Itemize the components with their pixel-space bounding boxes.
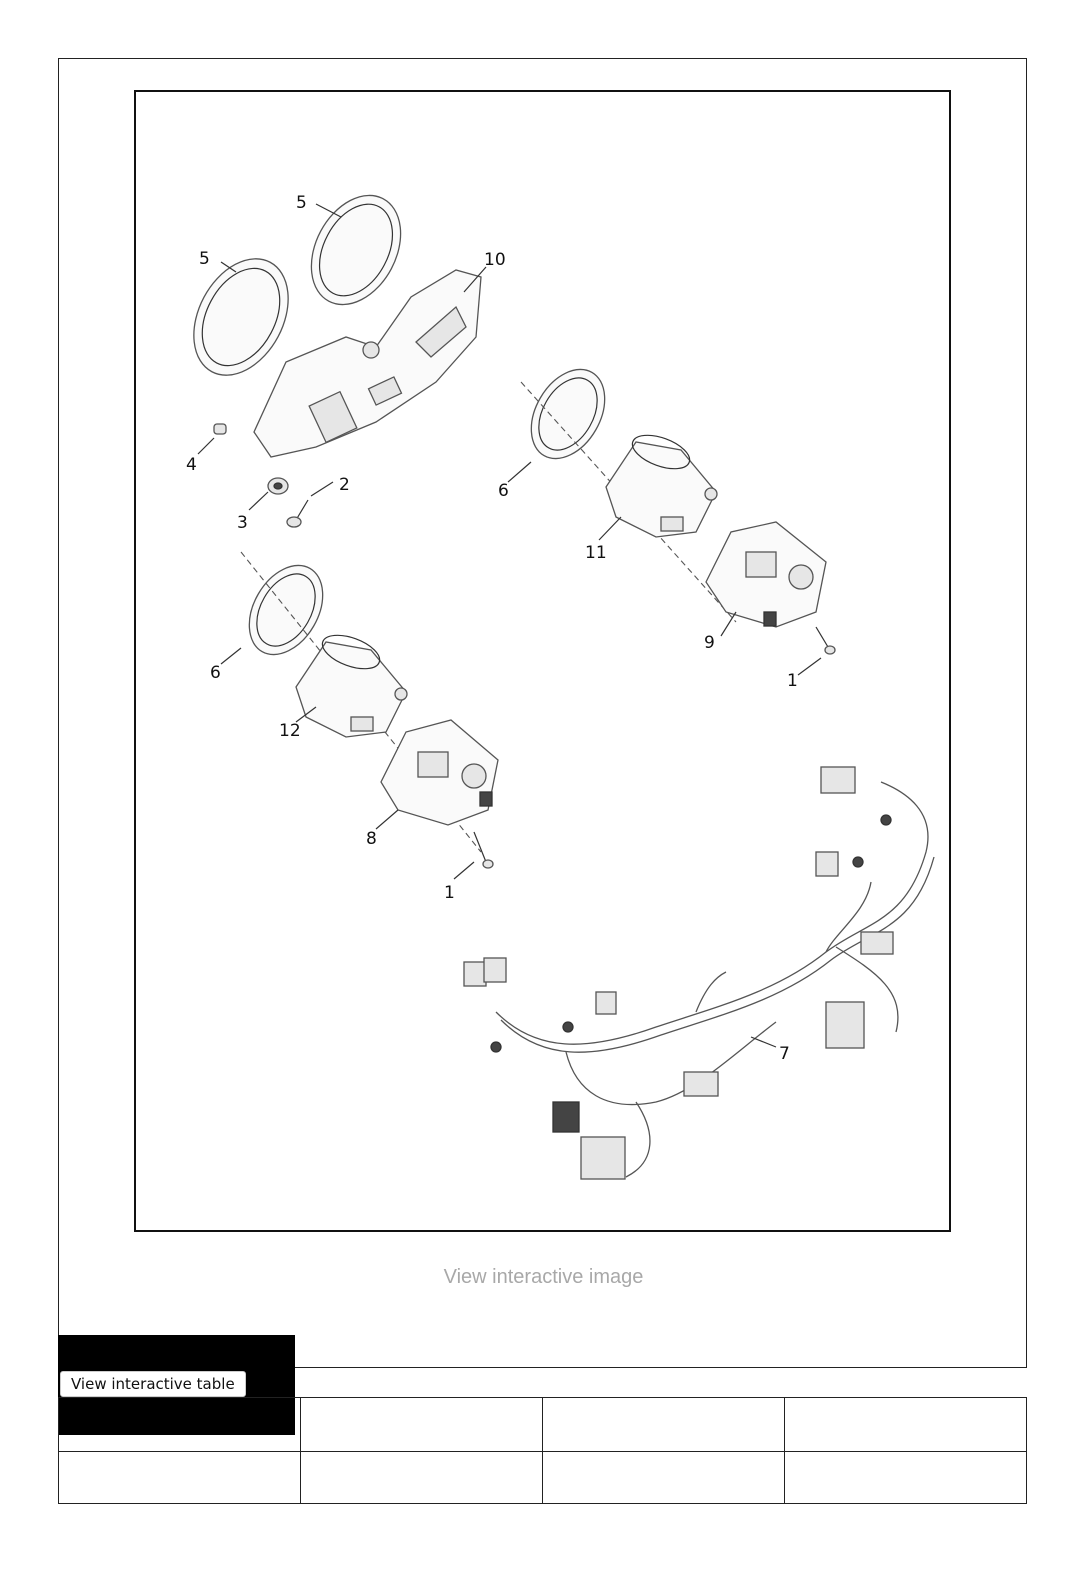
callout-10: 10 bbox=[484, 250, 506, 270]
callout-7: 7 bbox=[779, 1044, 790, 1064]
callout-3: 3 bbox=[237, 513, 248, 533]
part-6-gasket-right bbox=[530, 368, 606, 460]
callout-8: 8 bbox=[366, 829, 377, 849]
leader-lines bbox=[197, 203, 822, 1048]
table-cell bbox=[542, 1451, 785, 1504]
callout-2: 2 bbox=[339, 475, 350, 495]
callout-11: 11 bbox=[585, 543, 607, 563]
table-row bbox=[58, 1397, 1027, 1452]
callout-4: 4 bbox=[186, 455, 197, 475]
part-11-gauge bbox=[605, 434, 718, 538]
callout-1-right: 1 bbox=[787, 671, 798, 691]
table-cell bbox=[542, 1397, 785, 1452]
page-frame bbox=[58, 58, 1027, 1368]
callout-5-left: 5 bbox=[199, 249, 210, 269]
table-cell bbox=[58, 1397, 301, 1452]
callout-9: 9 bbox=[704, 633, 715, 653]
part-5-gasket-left bbox=[193, 258, 289, 376]
table-cell bbox=[58, 1451, 301, 1504]
callout-12: 12 bbox=[279, 721, 301, 741]
part-9-case bbox=[705, 521, 827, 628]
callout-1-left: 1 bbox=[444, 883, 455, 903]
part-10-housing bbox=[253, 269, 482, 458]
part-3-nut bbox=[267, 477, 289, 495]
view-interactive-table-button[interactable]: View interactive table bbox=[60, 1371, 246, 1397]
part-8-case bbox=[380, 719, 499, 826]
part-7-wiring-harness bbox=[463, 766, 935, 1180]
callout-6-left: 6 bbox=[210, 663, 221, 683]
table-cell bbox=[784, 1451, 1027, 1504]
table-cell bbox=[300, 1397, 543, 1452]
exploded-parts-diagram: 5 5 10 4 3 2 6 11 9 1 6 12 8 1 7 bbox=[134, 90, 951, 1232]
table-row bbox=[58, 1451, 1027, 1504]
callout-6-right: 6 bbox=[498, 481, 509, 501]
table-cell bbox=[784, 1397, 1027, 1452]
table-cell bbox=[300, 1451, 543, 1504]
part-12-gauge bbox=[295, 634, 408, 738]
part-1-screw-left bbox=[473, 831, 494, 869]
parts-table bbox=[58, 1397, 1027, 1504]
callout-5-top: 5 bbox=[296, 193, 307, 213]
part-4-grommet bbox=[213, 423, 227, 435]
part-5-gasket-right bbox=[310, 194, 402, 306]
part-2-screw bbox=[286, 499, 309, 528]
part-1-screw-right bbox=[815, 626, 836, 655]
diagram-drawing: 5 5 10 4 3 2 6 11 9 1 6 12 8 1 7 bbox=[186, 193, 935, 1180]
part-6-gasket-left bbox=[248, 564, 324, 656]
view-interactive-image-link[interactable]: View interactive image bbox=[443, 1266, 644, 1288]
